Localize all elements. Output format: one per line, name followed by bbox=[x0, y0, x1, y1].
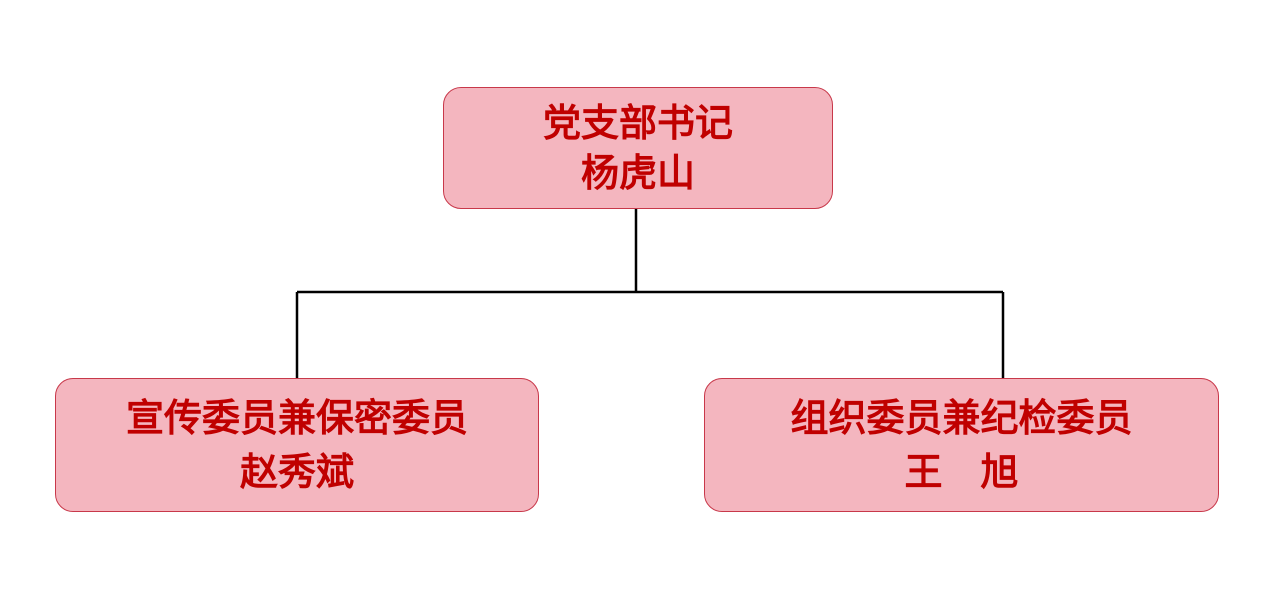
node-branch-secretary: 党支部书记 杨虎山 bbox=[443, 87, 833, 209]
node-person-name: 赵秀斌 bbox=[239, 449, 354, 494]
node-propaganda-committee-member: 宣传委员兼保密委员 赵秀斌 bbox=[55, 378, 539, 512]
node-person-name: 王 旭 bbox=[904, 449, 1019, 494]
node-role-label: 宣传委员兼保密委员 bbox=[125, 395, 468, 440]
node-role-label: 组织委员兼纪检委员 bbox=[790, 395, 1133, 440]
node-organization-committee-member: 组织委员兼纪检委员 王 旭 bbox=[704, 378, 1219, 512]
node-role-label: 党支部书记 bbox=[542, 100, 733, 145]
node-person-name: 杨虎山 bbox=[580, 150, 695, 195]
